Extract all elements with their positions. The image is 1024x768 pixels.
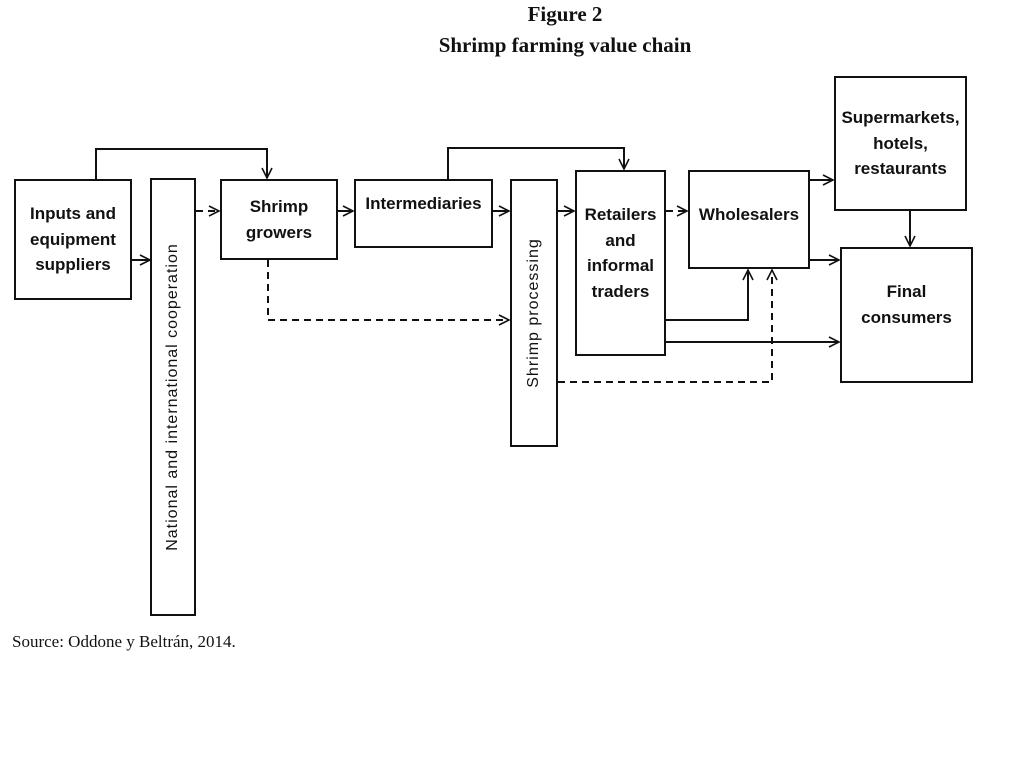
figure-title: Shrimp farming value chain [438, 33, 692, 57]
node-inputs-suppliers-label: Inputs and equipment suppliers [30, 204, 116, 275]
node-shrimp-growers-label: Shrimp growers [245, 197, 313, 242]
arrow-processing-to-wholesalers [558, 270, 772, 383]
node-final-consumers: Final consumers [840, 247, 973, 383]
node-supermarkets: Supermarkets, hotels, restaurants [834, 76, 967, 211]
node-shrimp-processing: Shrimp processing [510, 179, 558, 447]
arrow-growers-to-processing [267, 260, 509, 320]
node-retailers-label: Retailers and informal traders [584, 205, 657, 301]
arrow-retailers-up-to-wholesalers [666, 270, 748, 321]
node-retailers: Retailers and informal traders [575, 170, 666, 356]
source-note: Source: Oddone y Beltrán, 2014. [12, 632, 236, 651]
figure-number: Figure 2 [527, 2, 603, 26]
node-intermediaries: Intermediaries [354, 179, 493, 248]
node-final-consumers-label: Final consumers [861, 282, 952, 327]
node-supermarkets-label: Supermarkets, hotels, restaurants [841, 108, 960, 179]
arrow-inputs-to-growers [95, 148, 267, 179]
node-inputs-suppliers: Inputs and equipment suppliers [14, 179, 132, 300]
node-wholesalers-label: Wholesalers [698, 205, 800, 224]
node-shrimp-growers: Shrimp growers [220, 179, 338, 260]
node-wholesalers: Wholesalers [688, 170, 810, 269]
arrow-intermediaries-to-retailers [447, 147, 624, 179]
node-cooperation: National and international cooperation [150, 178, 196, 616]
node-intermediaries-label: Intermediaries [365, 194, 482, 213]
